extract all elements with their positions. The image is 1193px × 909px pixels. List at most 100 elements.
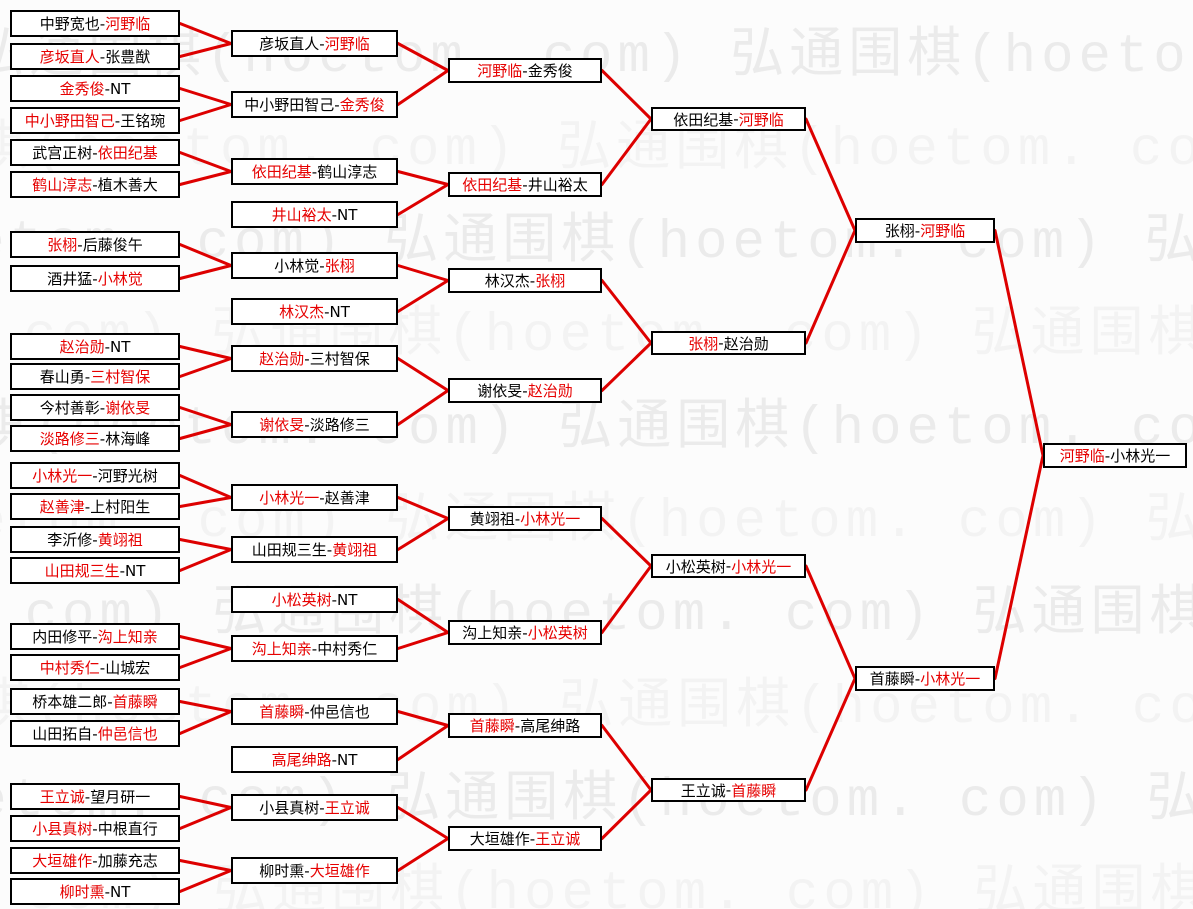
- match-box: 中村秀仁-山城宏: [10, 654, 180, 681]
- player-b: 谢依旻: [105, 399, 151, 417]
- match-separator: -: [529, 271, 536, 290]
- player-b: 黄翊祖: [332, 541, 378, 559]
- player-a: 张栩: [47, 236, 78, 254]
- player-b: 鹤山淳志: [317, 163, 378, 181]
- player-a: 小林光一: [32, 467, 93, 485]
- match-box: 柳时熏-NT: [10, 878, 180, 905]
- match-separator: -: [334, 95, 340, 114]
- bracket-line: [396, 389, 450, 426]
- bracket-line: [178, 700, 233, 713]
- player-b: 三村智保: [90, 368, 151, 386]
- match-box: 彦坂直人-张豊猷: [10, 43, 180, 70]
- bracket-line: [600, 724, 653, 792]
- player-b: 张豊猷: [105, 48, 151, 66]
- player-a: 鹤山淳志: [32, 176, 93, 194]
- bracket-line: [178, 795, 233, 809]
- player-b: 高尾绅路: [520, 717, 581, 735]
- bracket-line: [804, 564, 857, 680]
- match-separator: -: [119, 561, 126, 580]
- match-box: 大垣雄作-王立诚: [448, 826, 602, 851]
- player-b: 王立诚: [535, 830, 581, 848]
- player-b: 大垣雄作: [309, 862, 370, 880]
- player-a: 大垣雄作: [469, 830, 530, 848]
- match-separator: -: [99, 658, 106, 677]
- watermark-text: 弘通围棋(hoetom. com): [971, 306, 1193, 367]
- match-box: 沟上知亲-小松英树: [448, 620, 602, 645]
- player-a: 首藤瞬: [869, 670, 915, 688]
- match-box: 大垣雄作-加藤充志: [10, 847, 180, 874]
- player-b: 山城宏: [105, 659, 151, 677]
- player-a: 王立诚: [39, 788, 85, 806]
- player-b: 小林光一: [520, 510, 581, 528]
- bracket-line: [178, 710, 233, 735]
- player-a: 赵治勋: [259, 350, 305, 368]
- match-box: 依田纪基-井山裕太: [448, 172, 602, 197]
- match-box: 山田规三生-黄翊祖: [231, 536, 398, 563]
- bracket-line: [804, 229, 857, 345]
- player-a: 山田规三生: [251, 541, 327, 559]
- player-a: 林汉杰: [279, 303, 325, 321]
- match-box: 内田修平-沟上知亲: [10, 623, 180, 650]
- player-a: 中小野田智己: [244, 96, 335, 114]
- player-a: 小林光一: [259, 489, 320, 507]
- bracket-line: [178, 474, 233, 499]
- player-a: 河野临: [477, 62, 523, 80]
- watermark-text: 弘通围棋(hoetom. com): [1144, 213, 1193, 274]
- match-separator: -: [319, 488, 325, 507]
- match-separator: -: [319, 798, 325, 817]
- match-separator: -: [326, 540, 333, 559]
- match-separator: -: [1104, 446, 1111, 465]
- bracket-line: [178, 496, 233, 508]
- player-b: 沟上知亲: [97, 628, 158, 646]
- player-b: 河野临: [105, 15, 151, 33]
- player-b: 河野光树: [97, 467, 158, 485]
- match-box: 林汉杰-张栩: [448, 268, 602, 293]
- match-separator: -: [718, 334, 724, 352]
- match-separator: -: [92, 530, 98, 549]
- bracket-line: [396, 517, 450, 551]
- player-b: NT: [125, 561, 146, 580]
- bracket-line: [178, 406, 233, 426]
- match-separator: -: [311, 639, 318, 658]
- match-box: 武宫正树-依田纪基: [10, 139, 180, 166]
- bracket-line: [178, 87, 233, 106]
- bracket-line: [178, 170, 233, 186]
- player-a: 首藤瞬: [469, 717, 515, 735]
- bracket-line: [178, 151, 233, 173]
- player-a: 小松英树: [271, 591, 332, 609]
- bracket-line: [396, 69, 450, 106]
- bracket-line: [178, 538, 233, 551]
- player-b: NT: [337, 205, 358, 224]
- player-a: 酒井猛: [47, 270, 93, 288]
- player-a: 谢依旻: [259, 416, 305, 434]
- player-b: 金秀俊: [527, 62, 573, 80]
- match-box: 张栩-后藤俊午: [10, 231, 180, 258]
- match-separator: -: [522, 381, 528, 400]
- match-box: 中野宽也-河野临: [10, 10, 180, 37]
- match-separator: -: [311, 162, 318, 181]
- bracket-line: [178, 869, 233, 893]
- player-b: 张栩: [535, 272, 566, 290]
- player-a: 张栩: [688, 334, 719, 353]
- bracket-line: [396, 710, 450, 727]
- player-b: 赵治勋: [527, 382, 573, 400]
- player-a: 赵治勋: [59, 338, 105, 356]
- bracket-line: [178, 357, 233, 378]
- match-separator: -: [522, 175, 528, 194]
- match-separator: -: [725, 557, 732, 575]
- match-separator: -: [92, 175, 98, 194]
- player-a: 彦坂直人: [259, 35, 320, 53]
- match-separator: -: [733, 110, 739, 128]
- player-b: 赵治勋: [723, 334, 769, 353]
- player-a: 依田纪基: [673, 110, 734, 129]
- bracket-line: [178, 859, 233, 872]
- player-a: 山田规三生: [44, 562, 120, 580]
- match-box: 赵治勋-三村智保: [231, 345, 398, 372]
- player-b: NT: [110, 337, 131, 356]
- player-b: 后藤俊午: [82, 236, 143, 254]
- player-b: 上村阳生: [90, 498, 151, 516]
- bracket-line: [600, 788, 653, 840]
- match-box: 金秀俊-NT: [10, 75, 180, 102]
- match-separator: -: [319, 256, 325, 275]
